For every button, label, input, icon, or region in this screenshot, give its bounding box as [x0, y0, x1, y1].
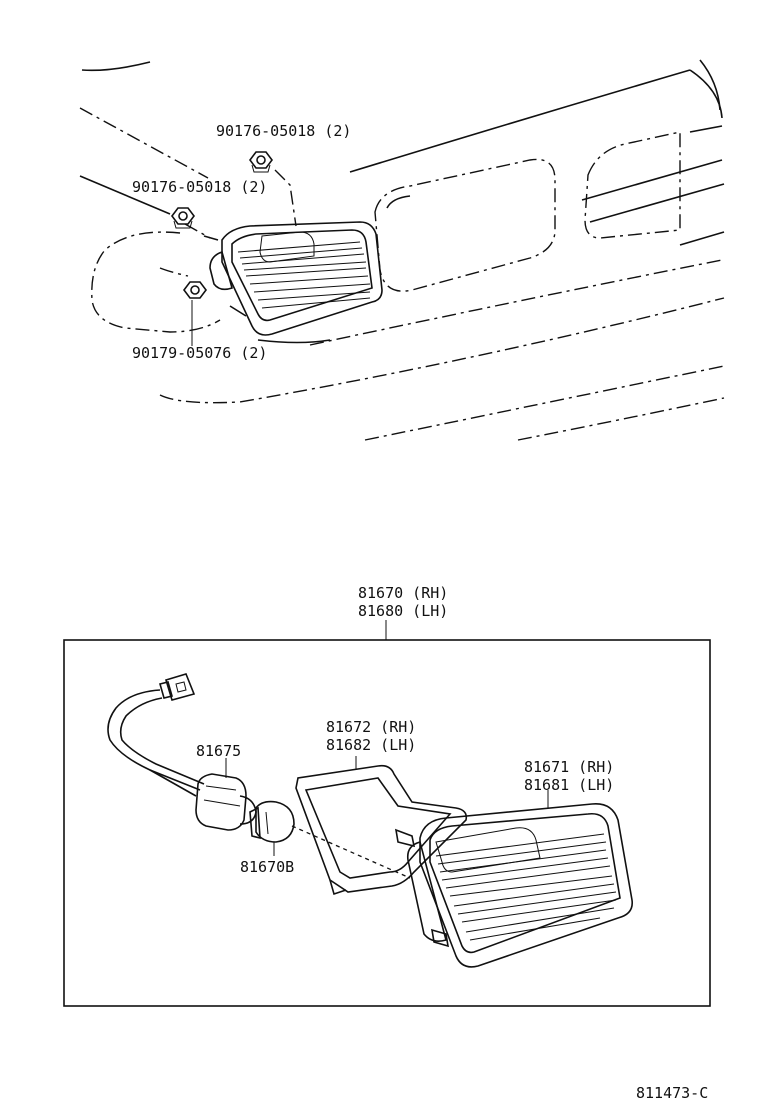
socket-icon	[195, 758, 257, 831]
assembly-path	[291, 825, 411, 879]
gasket-icon	[295, 756, 468, 896]
figure-code: 811473-C	[636, 1084, 708, 1102]
vehicle-rear-body	[79, 59, 725, 441]
lens-housing-icon	[394, 790, 634, 968]
label-socket: 81675	[196, 742, 241, 760]
label-lens-rh: 81671 (RH)	[524, 758, 614, 776]
label-lens-lh: 81681 (LH)	[524, 776, 614, 794]
bulb-icon	[249, 800, 295, 856]
label-nut-upper: 90176-05018 (2)	[216, 122, 351, 140]
label-nut-mid: 90176-05018 (2)	[132, 178, 267, 196]
label-nut-lower: 90179-05076 (2)	[132, 344, 267, 362]
assembly-frame	[63, 639, 711, 1007]
label-assy-lh: 81680 (LH)	[358, 602, 448, 620]
label-bulb: 81670B	[240, 858, 294, 876]
label-assy-rh: 81670 (RH)	[358, 584, 448, 602]
nut-lower-icon	[183, 281, 207, 299]
nut-upper-icon	[249, 151, 273, 173]
installed-lamp-icon	[203, 221, 383, 336]
nut-mid-icon	[171, 207, 195, 229]
wire-harness-icon	[107, 673, 205, 797]
label-gasket-lh: 81682 (LH)	[326, 736, 416, 754]
label-gasket-rh: 81672 (RH)	[326, 718, 416, 736]
upper-leaders	[184, 169, 297, 346]
